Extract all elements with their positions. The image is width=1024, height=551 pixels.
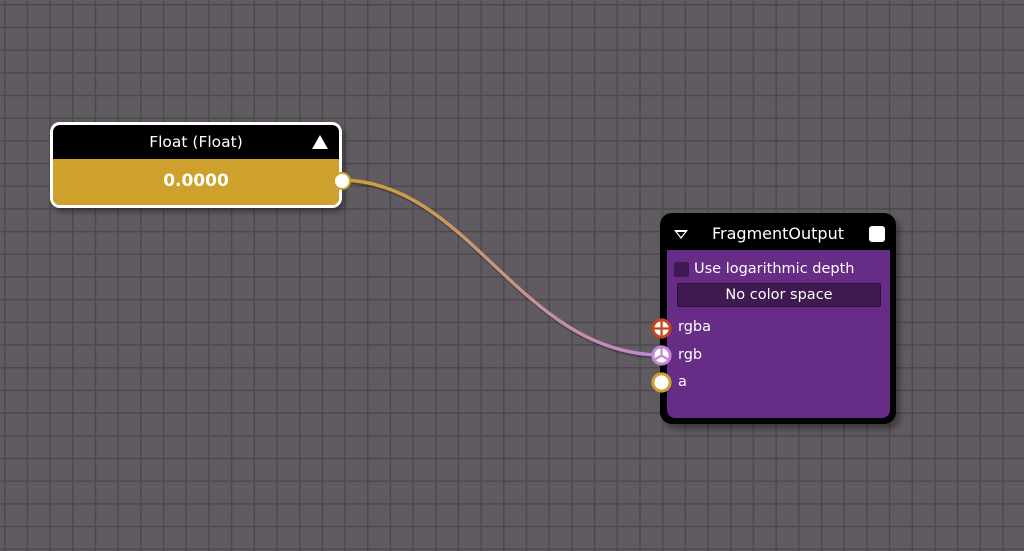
- triangle-up-icon[interactable]: [312, 135, 328, 149]
- preview-square-icon[interactable]: [869, 226, 885, 242]
- float-node[interactable]: Float (Float) 0.0000: [50, 122, 351, 208]
- triangle-down-icon[interactable]: [674, 230, 688, 239]
- log-depth-checkbox[interactable]: [674, 261, 689, 277]
- input-rgba-label: rgba: [678, 319, 712, 335]
- fragment-node-title: FragmentOutput: [712, 224, 844, 243]
- float-node-header[interactable]: Float (Float): [53, 125, 339, 159]
- color-space-value: No color space: [725, 287, 833, 303]
- rgb-port-icon[interactable]: [651, 345, 672, 366]
- input-rgb-label: rgb: [678, 347, 703, 363]
- rgba-port-icon[interactable]: [651, 318, 672, 339]
- fragment-output-node[interactable]: FragmentOutput Use logarithmic depth No …: [651, 213, 896, 424]
- color-space-select[interactable]: No color space: [677, 283, 881, 307]
- fragment-node-header[interactable]: FragmentOutput: [660, 213, 896, 250]
- input-a-label: a: [678, 374, 687, 390]
- float-value-field[interactable]: 0.0000: [53, 159, 339, 205]
- float-output-port-icon[interactable]: [333, 172, 351, 190]
- scalar-port-icon[interactable]: [651, 372, 672, 393]
- log-depth-label: Use logarithmic depth: [694, 261, 855, 277]
- float-value: 0.0000: [163, 171, 229, 191]
- fragment-node-body: Use logarithmic depth No color space rgb…: [651, 250, 890, 418]
- float-node-title: Float (Float): [149, 133, 243, 151]
- log-depth-row[interactable]: Use logarithmic depth: [674, 260, 855, 278]
